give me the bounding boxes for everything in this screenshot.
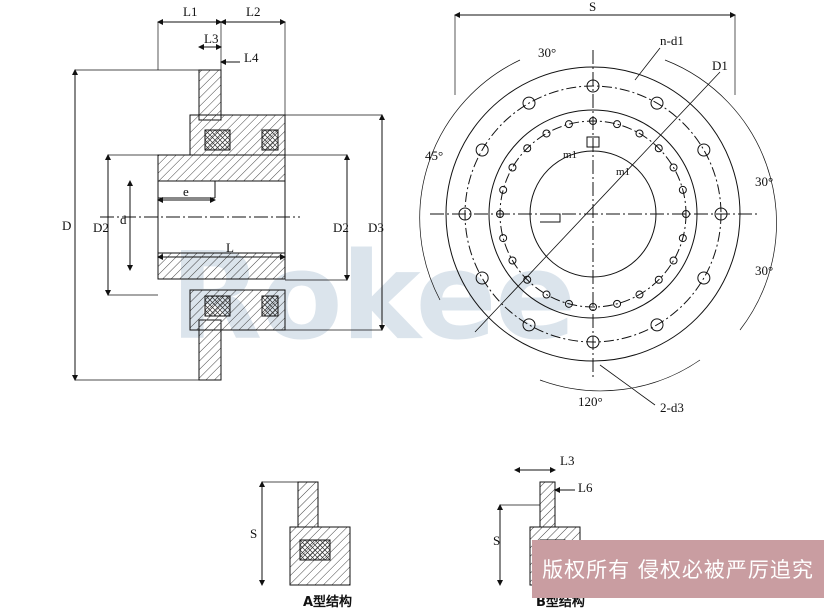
- caption-type-a: A型结构: [303, 595, 353, 610]
- inner-bolt-hole: [613, 299, 622, 308]
- bolt-holes: [458, 79, 728, 349]
- caption-type-b: B型结构: [536, 595, 585, 610]
- label-2-d3: 2-d3: [660, 400, 684, 415]
- variant-a-view: [259, 481, 351, 586]
- inner-bolt-hole: [542, 290, 551, 299]
- outer-bolt-hole: [697, 271, 711, 285]
- label-angle-30-top: 30°: [538, 45, 556, 60]
- label-d3: D3: [368, 220, 384, 235]
- inner-bolt-hole: [654, 144, 663, 153]
- inner-bolt-hole: [523, 144, 532, 153]
- inner-bolt-hole: [499, 185, 508, 194]
- inner-bolt-hole: [682, 210, 690, 218]
- element-top: [204, 129, 231, 151]
- front-view: [419, 12, 777, 406]
- label-d1: D1: [712, 58, 728, 73]
- label-l4: L4: [244, 50, 259, 65]
- keyway-slot: [540, 213, 561, 223]
- side-view: [72, 19, 385, 381]
- element-top-2: [261, 129, 279, 151]
- keyway-top: [586, 136, 600, 148]
- inner-bolt-hole: [678, 185, 687, 194]
- label-e: e: [183, 184, 189, 199]
- label-angle-30-right-bottom: 30°: [755, 263, 773, 278]
- outer-bolt-hole: [650, 96, 664, 110]
- label-n-d1: n-d1: [660, 33, 684, 48]
- inner-bolt-hole: [508, 163, 517, 172]
- inner-bolt-hole: [589, 303, 597, 311]
- inner-bolt-hole: [542, 129, 551, 138]
- label-b-l3: L3: [560, 453, 574, 468]
- label-bore-d: d: [120, 212, 127, 227]
- label-b-l6: L6: [578, 480, 593, 495]
- label-angle-120: 120°: [578, 394, 603, 409]
- label-angle-30-right-top: 30°: [755, 174, 773, 189]
- outer-bolt-hole: [650, 318, 664, 332]
- outer-bolt-hole: [586, 79, 600, 93]
- leader-d1: [474, 71, 721, 333]
- label-l3: L3: [204, 31, 218, 46]
- label-d2-right: D2: [333, 220, 349, 235]
- inner-bolt-hole: [508, 256, 517, 265]
- outer-bolt-hole: [475, 143, 489, 157]
- outer-bolt-hole: [714, 207, 728, 221]
- variant-labels: S S L3 L6: [250, 453, 593, 548]
- label-m1-right: m1: [616, 166, 630, 178]
- outer-bolt-hole: [522, 318, 536, 332]
- element-bottom: [204, 295, 231, 317]
- inner-bolt-hole: [669, 163, 678, 172]
- label-l2: L2: [246, 4, 260, 19]
- outer-bolt-hole: [697, 143, 711, 157]
- outer-bolt-hole: [586, 335, 600, 349]
- label-l1: L1: [183, 4, 197, 19]
- inner-bolt-hole: [654, 275, 663, 284]
- label-b-s: S: [493, 533, 500, 548]
- inner-bolt-hole: [523, 275, 532, 284]
- flange-top: [198, 69, 222, 121]
- outer-bolt-hole: [522, 96, 536, 110]
- copyright-banner: 版权所有 侵权必被严厉追究: [532, 540, 824, 598]
- outer-bolt-hole: [475, 271, 489, 285]
- hub-upper: [157, 154, 286, 182]
- side-view-labels: L1 L2 L3 L4 D D2 d e L D2 D3: [62, 4, 384, 255]
- inner-bolt-hole: [499, 234, 508, 243]
- label-s: S: [589, 0, 596, 14]
- inner-bolt-hole: [635, 290, 644, 299]
- label-d-outer: D: [62, 218, 71, 233]
- inner-bolt-hole: [564, 299, 573, 308]
- inner-bolt-hole: [635, 129, 644, 138]
- inner-bolt-hole: [613, 120, 622, 129]
- element-bottom-2: [261, 295, 279, 317]
- front-view-labels: S 30° n-d1 D1 45° 30° 30° m1 m1 120° 2-d…: [425, 0, 773, 415]
- label-a-s: S: [250, 526, 257, 541]
- inner-bolt-hole: [564, 120, 573, 129]
- inner-bolt-hole: [669, 256, 678, 265]
- label-length-l: L: [226, 240, 234, 255]
- label-d2-left: D2: [93, 220, 109, 235]
- label-angle-45: 45°: [425, 148, 443, 163]
- inner-bolt-hole: [678, 234, 687, 243]
- label-m1-left: m1: [563, 149, 577, 161]
- inner-bolt-hole: [589, 117, 597, 125]
- outer-bolt-hole: [458, 207, 472, 221]
- inner-bolt-hole: [496, 210, 504, 218]
